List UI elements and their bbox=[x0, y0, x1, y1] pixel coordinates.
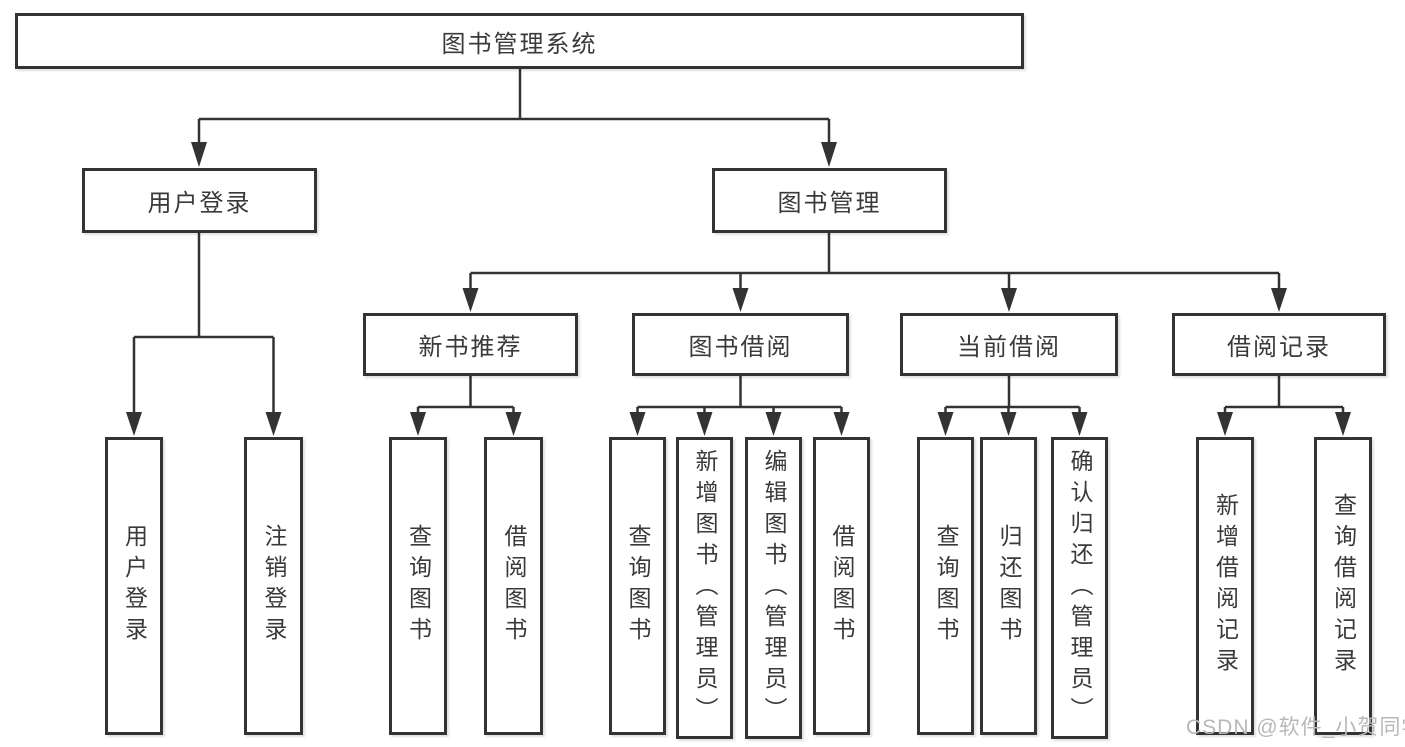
leaf-borrow-books: 借阅图书 bbox=[813, 437, 870, 735]
node-label: 注销登录 bbox=[261, 524, 287, 648]
node-label: 查询图书 bbox=[625, 524, 651, 648]
node-label: 当前借阅 bbox=[957, 334, 1061, 361]
leaf-add-borrow-record: 新增借阅记录 bbox=[1196, 437, 1254, 735]
leaf-search-borrow-record: 查询借阅记录 bbox=[1314, 437, 1372, 735]
node-label: 图书借阅 bbox=[688, 334, 793, 361]
node-current-borrowing: 当前借阅 bbox=[900, 313, 1118, 376]
leaf-add-books-admin: 新增图书（管理员） bbox=[676, 437, 733, 739]
node-library-system: 图书管理系统 bbox=[15, 13, 1024, 69]
node-new-book-recommendation: 新书推荐 bbox=[363, 313, 578, 376]
node-book-borrowing: 图书借阅 bbox=[632, 313, 849, 376]
node-label: 用户登录 bbox=[121, 524, 148, 648]
node-label: 新增图书（管理员） bbox=[692, 448, 718, 728]
leaf-return-books: 归还图书 bbox=[980, 437, 1037, 735]
node-label: 确认归还（管理员） bbox=[1067, 448, 1093, 728]
leaf-borrow-books-recommend: 借阅图书 bbox=[484, 437, 543, 735]
leaf-search-books-current: 查询图书 bbox=[917, 437, 974, 735]
node-label: 用户登录 bbox=[147, 190, 252, 217]
node-label: 归还图书 bbox=[996, 524, 1022, 648]
csdn-watermark: CSDN @软件_小贺同学 bbox=[1186, 716, 1405, 739]
arrowhead-group bbox=[126, 142, 1351, 436]
node-label: 借阅图书 bbox=[501, 524, 527, 648]
node-label: 查询借阅记录 bbox=[1330, 493, 1357, 679]
node-label: 编辑图书（管理员） bbox=[761, 448, 787, 728]
leaf-user-login: 用户登录 bbox=[105, 437, 163, 735]
leaf-search-books-recommend: 查询图书 bbox=[389, 437, 447, 735]
leaf-logout: 注销登录 bbox=[244, 437, 303, 735]
node-label: 查询图书 bbox=[405, 524, 432, 648]
leaf-edit-books-admin: 编辑图书（管理员） bbox=[745, 437, 802, 739]
node-user-login: 用户登录 bbox=[82, 168, 317, 233]
node-borrowing-records: 借阅记录 bbox=[1172, 313, 1386, 376]
node-label: 新书推荐 bbox=[418, 334, 523, 361]
leaf-search-books-borrow: 查询图书 bbox=[609, 437, 666, 735]
node-label: 借阅记录 bbox=[1227, 334, 1331, 361]
node-label: 查询图书 bbox=[933, 524, 959, 648]
node-book-management: 图书管理 bbox=[712, 168, 947, 233]
leaf-confirm-return-admin: 确认归还（管理员） bbox=[1051, 437, 1108, 739]
node-label: 图书管理系统 bbox=[441, 30, 598, 58]
node-label: 新增借阅记录 bbox=[1212, 493, 1239, 679]
node-label: 借阅图书 bbox=[829, 524, 855, 648]
node-label: 图书管理 bbox=[777, 190, 882, 217]
